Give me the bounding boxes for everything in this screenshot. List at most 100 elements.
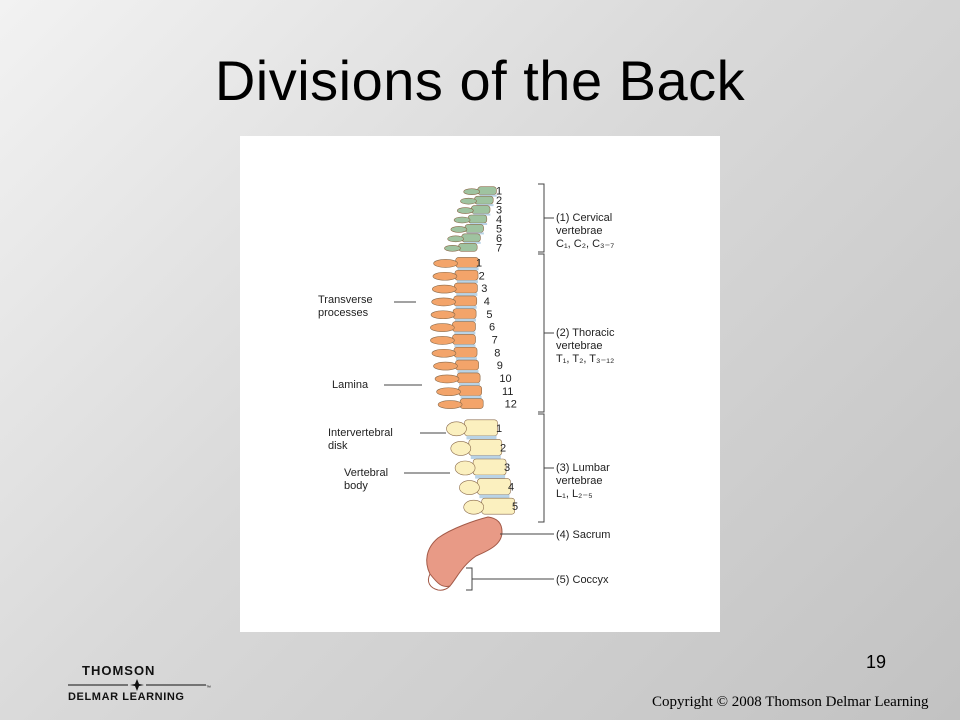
cervical-number: 5 (496, 223, 502, 235)
intervertebral-disk (457, 370, 479, 373)
logo-trademark: ™ (206, 685, 211, 691)
publisher-logo: THOMSON DELMAR LEARNING ™ (68, 663, 218, 707)
thoracic-vertebra (437, 398, 484, 409)
thoracic-vertebra (430, 321, 476, 332)
left-leaders (384, 301, 450, 474)
cervical-number: 2 (496, 195, 502, 207)
thoracic-number: 3 (481, 283, 487, 295)
thoracic-number: 4 (484, 296, 490, 308)
intervertebral-disk (476, 204, 494, 207)
intervertebral-disk (454, 331, 476, 335)
thoracic-notation: T₁, T₂, T₃₋₁₂ (556, 353, 614, 365)
intervertebral-disk (454, 344, 476, 348)
lumbar-label: (3) Lumbar (556, 462, 610, 474)
cervical-number: 1 (496, 186, 502, 198)
intervertebral-disk (455, 357, 477, 361)
lumbar-notation: L₁, L₂₋₅ (556, 488, 593, 500)
cervical-number: 3 (496, 205, 502, 217)
lumbar-number: 1 (496, 423, 502, 435)
cervical-notation: C₁, C₂, C₃₋₇ (556, 238, 614, 250)
thoracic-number: 7 (492, 334, 498, 346)
vertebral-body-label-1: Vertebral (344, 467, 388, 479)
cervical-vertebra (447, 233, 481, 243)
intervertebral-disk (459, 382, 481, 386)
lumbar-number: 3 (504, 462, 510, 474)
intervertebral-disk (456, 293, 478, 296)
slide-title: Divisions of the Back (214, 49, 746, 112)
thoracic-number: 1 (476, 257, 482, 269)
thoracic-number: 11 (502, 386, 513, 398)
thoracic-vertebra (433, 359, 479, 371)
cervical-vertebra (444, 242, 478, 252)
thoracic-number: 10 (499, 373, 511, 385)
thoracic-vertebra (436, 385, 482, 397)
thoracic-number: 9 (497, 360, 503, 372)
cervical-number: 7 (496, 242, 502, 254)
intervertebral-disk (455, 305, 477, 309)
lumbar-vertebra (450, 439, 503, 456)
thoracic-vertebra (432, 269, 479, 281)
intervertebral-disk (456, 280, 478, 284)
thoracic-vertebra (431, 346, 478, 358)
logo-line-1: THOMSON (82, 663, 156, 678)
region-brackets (466, 183, 554, 591)
vertebral-body-label-2: body (344, 480, 368, 492)
page-number: 19 (866, 652, 887, 672)
intervertebral-label-2: disk (328, 440, 348, 452)
intervertebral-disk (466, 232, 484, 235)
lumbar-vertebra (463, 497, 516, 515)
cervical-vertebra (460, 195, 494, 205)
thoracic-vertebra (430, 308, 477, 320)
thoracic-number: 8 (494, 347, 500, 359)
intervertebral-disk (479, 494, 510, 499)
thoracic-number: 2 (479, 270, 485, 282)
vertebral-column (430, 186, 516, 515)
thoracic-label: (2) Thoracic (556, 327, 615, 339)
cervical-number: 4 (496, 214, 502, 226)
lumbar-number: 4 (508, 482, 514, 494)
thoracic-vertebra (431, 282, 478, 294)
intervertebral-disk (455, 318, 477, 322)
transverse-label-2: processes (318, 307, 369, 319)
thoracic-vertebra (431, 295, 478, 307)
intervertebral-label-1: Intervertebral (328, 427, 393, 439)
lumbar-vertebra (446, 419, 498, 437)
cervical-number: 6 (496, 233, 502, 245)
lumbar-number: 5 (512, 501, 518, 513)
copyright-notice: Copyright © 2008 Thomson Delmar Learning (652, 694, 929, 710)
lumbar-number: 2 (500, 442, 506, 454)
thoracic-number: 6 (489, 322, 495, 334)
intervertebral-disk (460, 395, 482, 399)
cervical-vertebra (457, 205, 491, 214)
intervertebral-disk (466, 435, 497, 440)
lumbar-sub: vertebrae (556, 475, 602, 487)
intervertebral-disk (479, 194, 497, 197)
lumbar-vertebra (454, 458, 507, 476)
lamina-label: Lamina (332, 379, 369, 391)
sacrum-label: (4) Sacrum (556, 529, 610, 541)
intervertebral-disk (463, 241, 481, 244)
thoracic-vertebra (433, 257, 479, 268)
intervertebral-disk (470, 455, 501, 459)
intervertebral-disk (470, 223, 488, 225)
thoracic-number: 5 (486, 309, 492, 321)
thoracic-sub: vertebrae (556, 340, 602, 352)
cervical-vertebra (463, 186, 497, 196)
intervertebral-disk (473, 213, 491, 216)
cervical-sub: vertebrae (556, 225, 602, 237)
transverse-label-1: Transverse (318, 294, 373, 306)
logo-line-2: DELMAR LEARNING (68, 691, 185, 703)
intervertebral-disk (457, 267, 479, 271)
star-rule-icon (68, 679, 206, 691)
intervertebral-disk (475, 475, 506, 479)
thoracic-number: 12 (505, 399, 517, 411)
lumbar-vertebra (459, 478, 511, 495)
sacrum-shape (426, 516, 503, 591)
cervical-vertebra (450, 224, 484, 233)
cervical-label: (1) Cervical (556, 212, 612, 224)
thoracic-vertebra (434, 372, 481, 384)
cervical-vertebra (453, 214, 488, 224)
